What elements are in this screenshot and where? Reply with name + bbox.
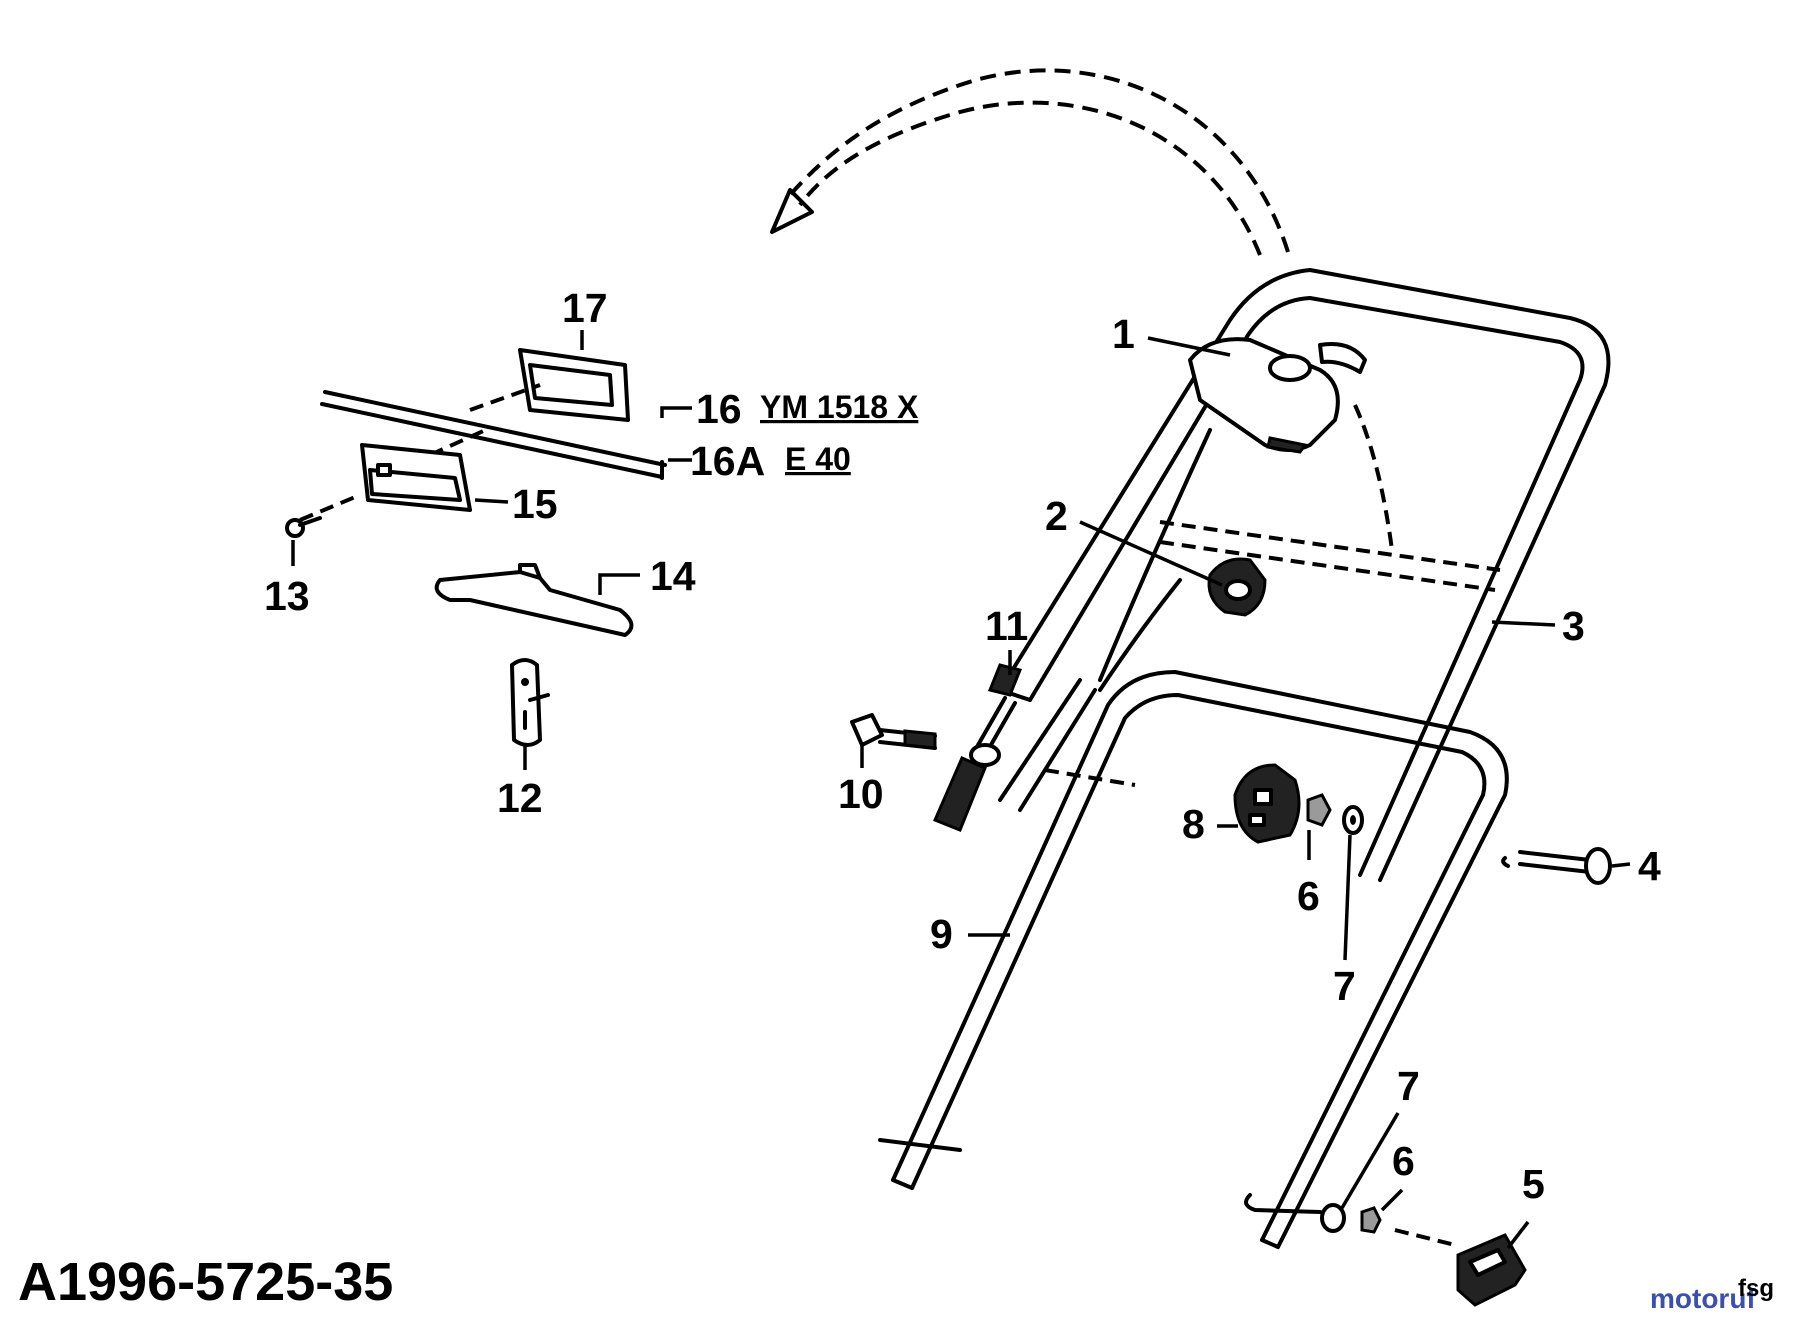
callout-16: 16 <box>696 386 742 432</box>
upper-handle <box>998 268 1611 882</box>
callout-5: 5 <box>1522 1161 1545 1207</box>
watermark-logo: motoruf fsg <box>1650 1275 1774 1314</box>
cable-clip <box>1207 557 1267 617</box>
callout-16a: 16A <box>690 438 765 484</box>
callout-7a: 7 <box>1333 963 1356 1009</box>
callout-17: 17 <box>562 285 608 331</box>
callout-9: 9 <box>930 911 953 957</box>
callout-10: 10 <box>838 771 884 817</box>
model-ym-1518-x: YM 1518 X <box>760 389 919 425</box>
plate-screw <box>285 516 322 538</box>
bolt-lower <box>1244 1193 1322 1214</box>
washer-lower <box>1320 1203 1346 1233</box>
tension-spring <box>933 663 1023 832</box>
callout-3: 3 <box>1562 603 1585 649</box>
callout-13: 13 <box>264 573 310 619</box>
callout-7b: 7 <box>1397 1063 1420 1109</box>
callout-15: 15 <box>512 481 558 527</box>
diagram-code: A1996-5725-35 <box>18 1252 393 1312</box>
cable-clamp <box>510 658 550 747</box>
control-rod <box>320 390 667 480</box>
fold-direction-arrow <box>770 68 1290 256</box>
rod-bracket <box>429 348 630 457</box>
washer-upper <box>1342 805 1364 835</box>
handle-knob <box>1233 763 1301 844</box>
callout-6b: 6 <box>1392 1138 1415 1184</box>
callout-6a: 6 <box>1297 873 1320 919</box>
mounting-plate <box>299 443 472 522</box>
control-lever <box>1188 337 1367 454</box>
callout-14: 14 <box>650 553 696 599</box>
nut-upper <box>1306 793 1332 827</box>
control-cable <box>998 428 1212 812</box>
callout-12: 12 <box>497 775 543 821</box>
callout-8: 8 <box>1182 801 1205 847</box>
bolt-10 <box>850 713 937 750</box>
leader-lines <box>291 330 1631 1250</box>
wire-bail <box>434 563 634 637</box>
lower-handle <box>878 670 1509 1249</box>
callout-2: 2 <box>1045 493 1068 539</box>
nut-lower <box>1360 1206 1382 1234</box>
callout-11: 11 <box>985 603 1028 649</box>
svg-text:motoruf: motoruf <box>1650 1283 1756 1314</box>
model-e-40: E 40 <box>785 441 851 477</box>
carriage-bolt <box>1501 847 1612 885</box>
svg-text:fsg: fsg <box>1738 1275 1774 1302</box>
callout-4: 4 <box>1638 843 1661 889</box>
callout-1: 1 <box>1112 311 1135 357</box>
wing-knob <box>1394 1228 1527 1307</box>
